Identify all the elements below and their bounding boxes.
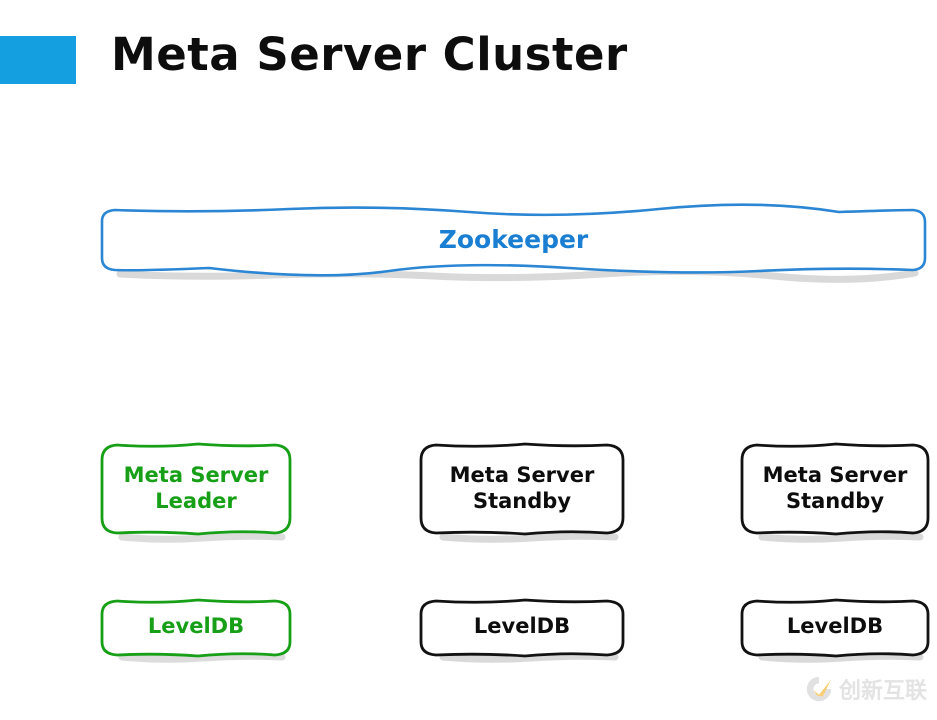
zookeeper-box-outline (100, 203, 927, 283)
meta-server-standby-2-outline (740, 442, 930, 543)
meta-server-standby-2-label: Meta Server Standby (762, 463, 908, 513)
watermark: 创新互联 (804, 672, 932, 706)
meta-server-leader-box[interactable]: Meta Server Leader (98, 440, 294, 543)
zookeeper-box[interactable]: Zookeeper (99, 203, 928, 283)
meta-server-standby-1-outline (419, 442, 625, 543)
meta-server-standby-1-label: Meta Server Standby (449, 463, 595, 513)
leveldb-standby-2-outline (740, 598, 930, 663)
leveldb-leader-box[interactable]: LevelDB (98, 596, 294, 663)
meta-server-leader-label: Meta Server Leader (123, 463, 269, 513)
watermark-text: 创新互联 (839, 679, 928, 704)
leveldb-standby-1-outline (419, 598, 625, 663)
meta-server-leader-outline (100, 442, 292, 543)
page-title: Meta Server Cluster (111, 28, 628, 81)
leveldb-standby-2-label: LevelDB (786, 614, 884, 639)
leveldb-standby-1-label: LevelDB (473, 614, 571, 639)
meta-server-standby-2-box[interactable]: Meta Server Standby (738, 440, 932, 543)
header-accent-block (0, 36, 76, 84)
circular-check-logo-icon (806, 676, 832, 702)
leveldb-leader-label: LevelDB (147, 614, 245, 639)
leveldb-standby-1-box[interactable]: LevelDB (417, 596, 627, 663)
zookeeper-label: Zookeeper (438, 224, 589, 254)
leveldb-leader-outline (100, 598, 292, 663)
meta-server-standby-1-box[interactable]: Meta Server Standby (417, 440, 627, 543)
leveldb-standby-2-box[interactable]: LevelDB (738, 596, 932, 663)
